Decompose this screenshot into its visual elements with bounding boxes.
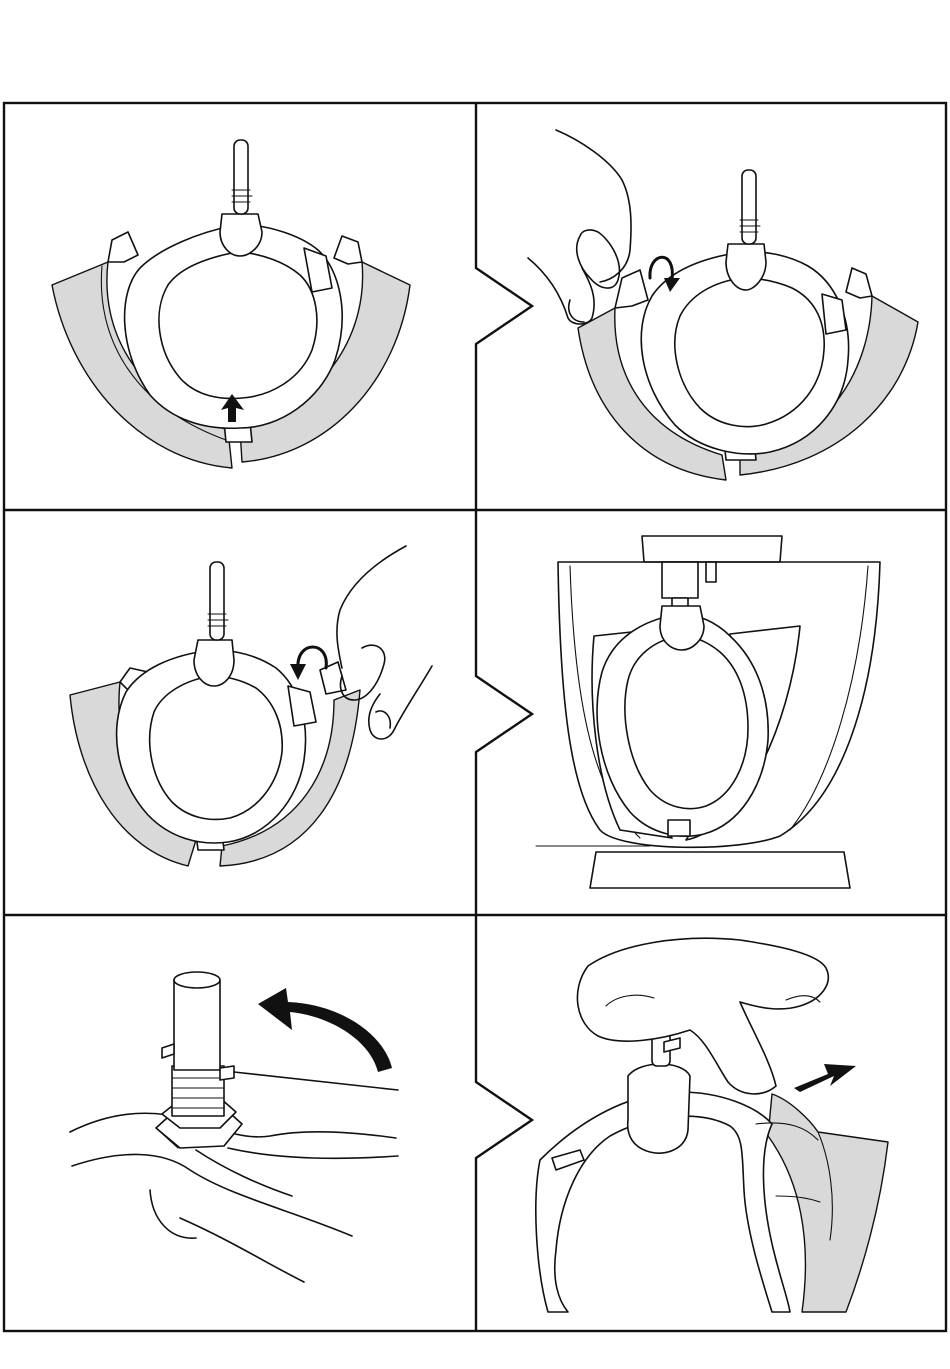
- panel-6-finger-wiper-icon: [536, 938, 888, 1312]
- panel-3-hand-wiper-icon: [70, 546, 432, 866]
- panel-5-shaft-nut-icon: [70, 972, 398, 1282]
- panel-2-hand-wiper-icon: [528, 130, 918, 480]
- panel-1-beater-wiper-icon: [52, 140, 410, 468]
- panel-4-bowl-beater-icon: [536, 536, 880, 888]
